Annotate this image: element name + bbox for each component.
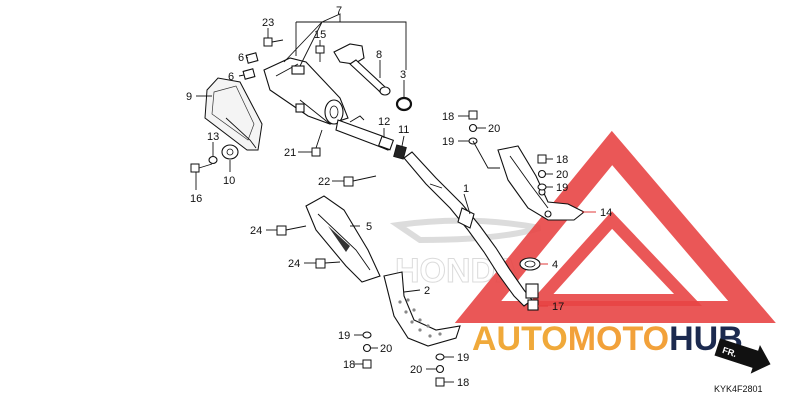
watermark-part-auto: AUTO [472,320,568,358]
callout-14: 14 [600,207,612,219]
callout-23: 23 [262,17,274,29]
callout-18-bottom: 18 [457,377,469,389]
part-heat-shield [204,77,263,151]
part-gasket-3 [395,96,413,112]
part-bolt-15 [315,45,325,62]
fastener-stack-bottom [435,353,445,387]
callout-20-right: 20 [556,169,568,181]
part-bolt-24b [315,258,341,269]
callout-19-top: 19 [442,136,454,148]
callout-10: 10 [223,175,235,187]
part-gasket-4 [519,257,541,271]
callout-1: 1 [463,183,469,195]
fastener-stack-top [468,110,478,145]
part-heat-guard-5 [305,195,381,283]
fastener-stack-left [362,331,372,369]
part-collar [221,144,239,160]
part-bolt-22 [343,175,377,187]
front-direction-arrow: FR. [714,338,771,374]
callout-17: 17 [552,301,564,313]
callout-21: 21 [284,147,296,159]
watermark-brand: AUTOMOTOHUB [472,320,743,358]
callout-22: 22 [318,176,330,188]
part-nut-17 [525,283,539,311]
callout-18-right: 18 [556,154,568,166]
callout-24-lower: 24 [288,258,300,270]
callout-12: 12 [378,116,390,128]
callout-6-lower: 6 [228,71,234,83]
part-bolt-21 [311,129,323,157]
callout-5: 5 [366,221,372,233]
part-clamp-11 [393,144,407,160]
part-washer-13 [208,155,218,165]
callout-18-top: 18 [442,111,454,123]
callout-15: 15 [314,29,326,41]
part-bolt-24a [276,225,307,236]
callout-2: 2 [424,285,430,297]
part-bolt-23 [263,37,284,47]
callout-20-left: 20 [380,343,392,355]
part-tailpipe [333,43,391,96]
callout-18-left: 18 [343,359,355,371]
direction-label: FR. [721,345,738,359]
part-nut-6a [245,52,259,64]
callout-13: 13 [207,131,219,143]
watermark-text: AUTOMOTOHUB [472,320,743,358]
callout-4: 4 [552,259,558,271]
part-muffler [263,57,393,151]
callout-6-upper: 6 [238,52,244,64]
arrow-icon [714,338,771,374]
callout-20-top: 20 [488,123,500,135]
callout-7: 7 [336,5,342,17]
fastener-stack-right [537,154,547,191]
watermark-part-moto: MOTO [568,320,669,358]
part-joint-12 [377,135,395,151]
callout-11: 11 [398,124,409,136]
callout-16: 16 [190,193,202,205]
part-lower-guard-2 [383,271,461,347]
callout-8: 8 [376,49,382,61]
watermark-triangle-logo [454,130,776,323]
callout-3: 3 [400,69,406,81]
part-bolt-16 [190,163,213,173]
diagram-code: KYK4F2801 [714,384,763,394]
callout-19-right: 19 [556,182,568,194]
callout-19-bottom: 19 [457,352,469,364]
callout-24-upper: 24 [250,225,262,237]
callout-19-left: 19 [338,330,350,342]
callout-labels: 1 2 3 4 5 6 6 7 8 9 10 11 12 13 14 15 16… [186,5,612,389]
callout-20-bottom: 20 [410,364,422,376]
leader-lines [195,13,596,383]
part-nut-6b [242,68,256,80]
callout-9: 9 [186,91,192,103]
